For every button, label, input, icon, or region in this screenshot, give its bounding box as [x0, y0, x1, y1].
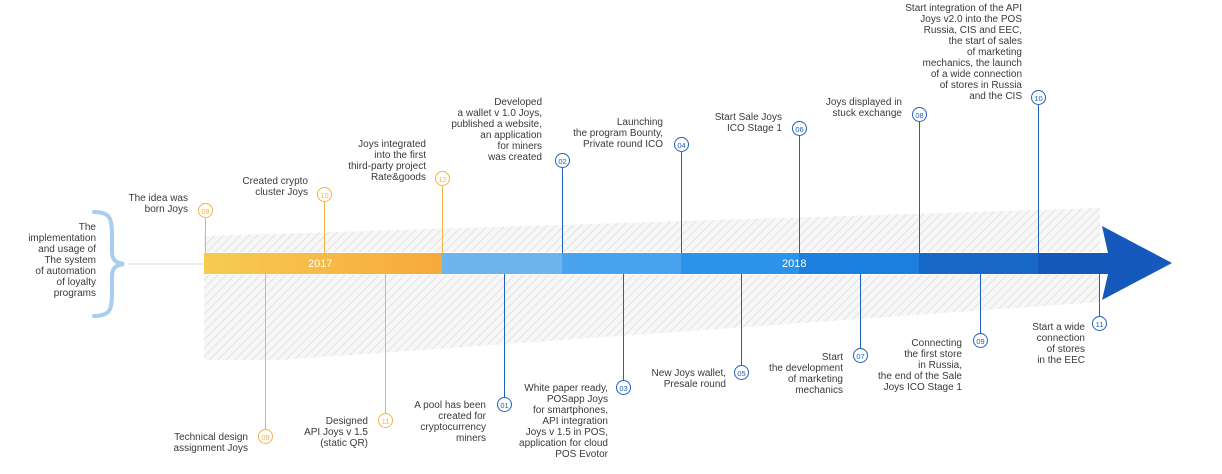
event-stem	[562, 168, 563, 253]
event-number-badge: 01	[497, 397, 512, 412]
hatch-wedge-upper	[204, 208, 1100, 252]
event-label: Connecting the first store in Russia, th…	[878, 338, 962, 393]
intro-text: The implementation and usage of The syst…	[28, 222, 96, 299]
event-stem	[385, 274, 386, 413]
event-label: Launching the program Bounty, Private ro…	[573, 117, 663, 150]
brace-icon	[92, 210, 125, 318]
event-stem	[504, 274, 505, 397]
event-number-badge: 08	[912, 107, 927, 122]
event-number-badge: 09	[258, 429, 273, 444]
event-stem	[799, 136, 800, 253]
event-label: The idea was born Joys	[128, 193, 188, 215]
event-stem	[681, 152, 682, 253]
bar-segment-2018-d	[799, 253, 919, 274]
event-stem	[442, 186, 443, 253]
event-stem	[860, 274, 861, 348]
event-stem	[980, 274, 981, 333]
event-stem	[741, 274, 742, 365]
event-label: Developed a wallet v 1.0 Joys, published…	[451, 97, 542, 163]
bar-segment-2018-f	[1038, 253, 1108, 274]
event-label: Start a wide connection of stores in the…	[1032, 322, 1085, 366]
hatch-wedge-lower	[204, 275, 1100, 360]
event-stem	[623, 274, 624, 380]
event-number-badge: 10	[317, 187, 332, 202]
event-stem	[265, 274, 266, 429]
event-number-badge: 07	[853, 348, 868, 363]
event-number-badge: 06	[792, 121, 807, 136]
bar-segment-2018-a	[442, 253, 562, 274]
bar-segment-2018-e	[919, 253, 1038, 274]
event-number-badge: 03	[616, 380, 631, 395]
event-number-badge: 12	[435, 171, 450, 186]
event-label: New Joys wallet, Presale round	[651, 368, 726, 390]
event-number-badge: 02	[555, 153, 570, 168]
event-label: Designed API Joys v 1.5 (static QR)	[304, 416, 368, 449]
event-stem	[1099, 274, 1100, 316]
event-label: A pool has been created for cryptocurren…	[414, 400, 486, 444]
bar-segment-2018-b	[562, 253, 681, 274]
bar-segment-2017	[204, 253, 442, 274]
event-label: Technical design assignment Joys	[173, 432, 248, 454]
event-label: Start integration of the API Joys v2.0 i…	[905, 3, 1022, 102]
bar-segment-2018-c	[681, 253, 799, 274]
year-label-2017: 2017	[308, 258, 333, 270]
event-number-badge: 09	[973, 333, 988, 348]
event-stem	[324, 202, 325, 253]
event-label: Start the development of marketing mecha…	[769, 352, 843, 396]
event-number-badge: 11	[1092, 316, 1107, 331]
arrow-head-icon	[1100, 226, 1172, 300]
event-label: Created crypto cluster Joys	[242, 176, 308, 198]
event-number-badge: 04	[674, 137, 689, 152]
event-label: White paper ready, POSapp Joys for smart…	[519, 383, 608, 460]
event-label: Start Sale Joys ICO Stage 1	[714, 112, 782, 134]
event-label: Joys displayed in stuck exchange	[825, 97, 902, 119]
event-label: Joys integrated into the first third-par…	[348, 139, 426, 183]
event-number-badge: 10	[1031, 90, 1046, 105]
event-stem	[1038, 105, 1039, 253]
event-stem	[205, 217, 206, 253]
year-label-2018: 2018	[782, 258, 807, 270]
event-number-badge: 11	[378, 413, 393, 428]
event-number-badge: 05	[734, 365, 749, 380]
event-number-badge: 08	[198, 203, 213, 218]
event-stem	[919, 122, 920, 253]
